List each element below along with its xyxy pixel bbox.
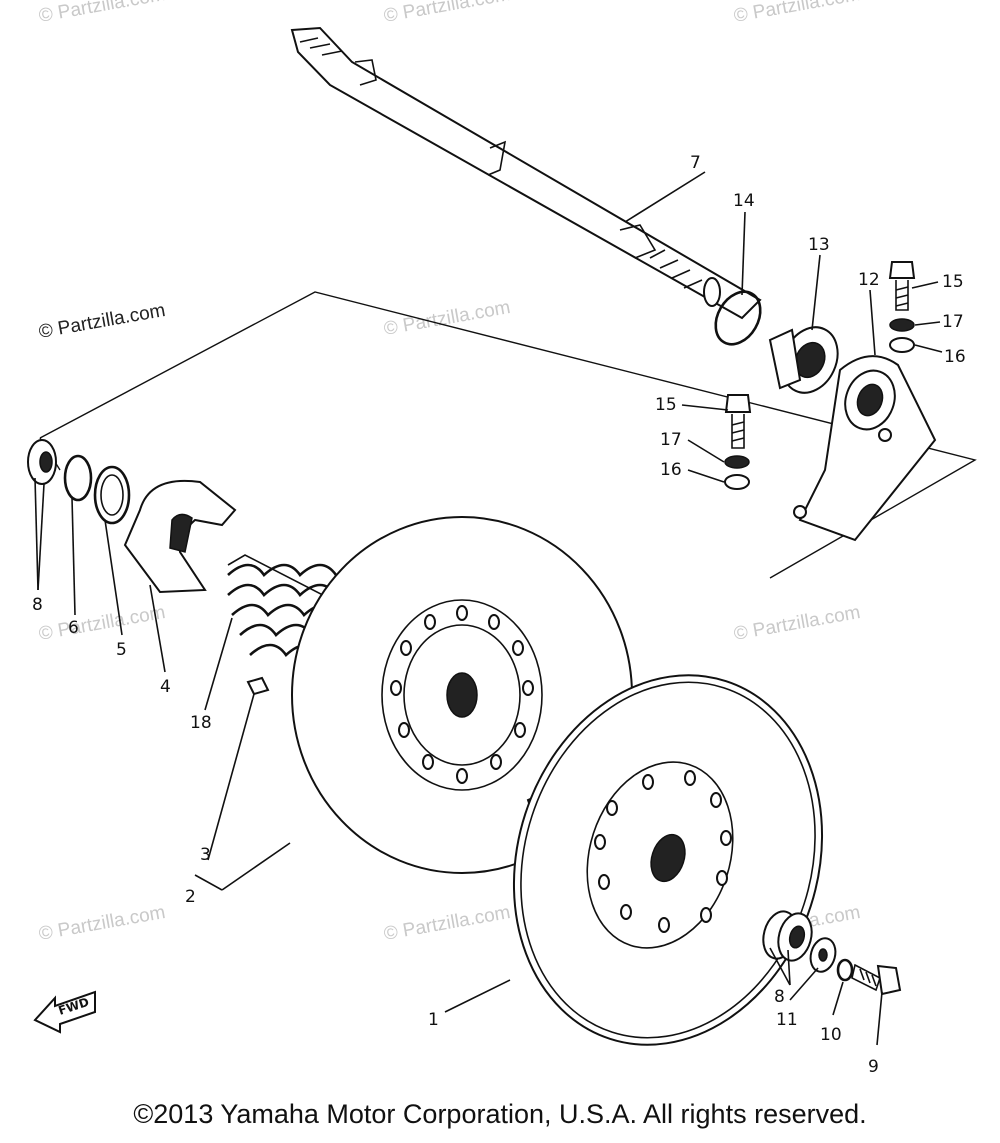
leader-lines: [34, 171, 943, 1046]
watermark: © Partzilla.com: [382, 902, 512, 945]
main-shaft: [290, 26, 762, 320]
watermark: © Partzilla.com: [732, 602, 862, 645]
part-label: 16: [944, 347, 966, 367]
watermark: © Partzilla.com: [382, 297, 512, 340]
part-label: 15: [655, 395, 677, 415]
washer-ring: [93, 465, 131, 525]
part-label: 8: [32, 595, 43, 615]
bolt-set-lower: [724, 394, 752, 490]
bearing-housing: [793, 355, 937, 542]
copyright-notice: ©2013 Yamaha Motor Corporation, U.S.A. A…: [133, 1099, 866, 1129]
sheave-bolt-holes: [390, 605, 534, 784]
washer-flat: [809, 937, 837, 973]
part-label: 17: [942, 312, 964, 332]
part-label: 10: [820, 1025, 842, 1045]
part-label: 11: [776, 1010, 798, 1030]
bearing: [768, 326, 839, 394]
part-label: 17: [660, 430, 682, 450]
part-label: 1: [428, 1010, 439, 1030]
cap-collar-right: [762, 910, 813, 962]
movable-sheave-bolt-holes: [594, 770, 732, 933]
bolt-set-upper: [888, 261, 916, 353]
movable-sheave: [512, 674, 824, 1046]
watermark: © Partzilla.com: [37, 902, 167, 945]
part-label: 6: [68, 618, 79, 638]
part-label: 8: [774, 987, 785, 1007]
cap-nut-left: [27, 439, 57, 485]
watermark: © Partzilla.com: [37, 300, 167, 343]
part-label: 2: [185, 887, 196, 907]
part-label: 3: [200, 845, 211, 865]
bolt: [851, 963, 902, 996]
part-label: 13: [808, 235, 830, 255]
key: [246, 676, 270, 696]
part-label: 4: [160, 677, 171, 697]
part-label: 5: [116, 640, 127, 660]
snap-ring: [63, 454, 93, 502]
spider-cam: [123, 479, 237, 594]
part-label: 15: [942, 272, 964, 292]
part-label: 9: [868, 1057, 879, 1077]
part-label: 18: [190, 713, 212, 733]
watermark: © Partzilla.com: [37, 0, 167, 27]
watermark: © Partzilla.com: [37, 602, 167, 645]
forward-arrow-icon: FWD: [33, 990, 96, 1034]
watermark: © Partzilla.com: [382, 0, 512, 27]
part-label: 12: [858, 270, 880, 290]
circlip: [714, 290, 762, 346]
part-label: 14: [733, 191, 755, 211]
lock-washer: [836, 958, 854, 982]
part-label: 7: [690, 153, 701, 173]
part-label: 16: [660, 460, 682, 480]
part-labels: 7 14 13 12 15 17 16 15 17 16 8 6 5 4 18 …: [32, 153, 966, 1077]
watermark: © Partzilla.com: [732, 0, 862, 27]
